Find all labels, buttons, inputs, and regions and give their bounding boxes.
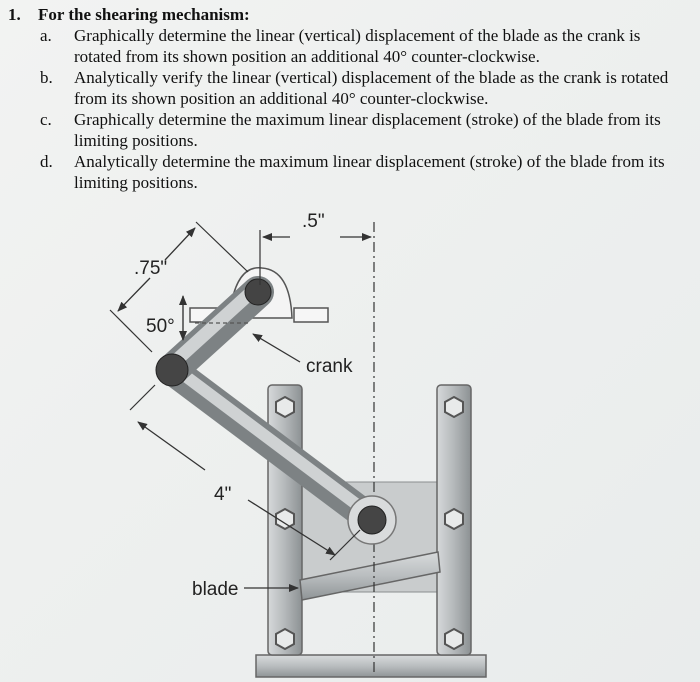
crank-leader xyxy=(252,333,301,363)
question-b-label: b. xyxy=(40,68,53,87)
question-d: d. Analytically determine the maximum li… xyxy=(8,151,688,193)
question-a-text: Graphically determine the linear (vertic… xyxy=(74,26,641,66)
dimension-coupler-length xyxy=(129,384,361,561)
angle-label: 50° xyxy=(146,316,175,337)
base-plate xyxy=(255,654,487,678)
question-a: a. Graphically determine the linear (ver… xyxy=(8,25,688,67)
problem-statement: 1. For the shearing mechanism: a. Graphic… xyxy=(8,4,688,193)
dimension-offset-label: .5" xyxy=(302,211,325,232)
dimension-crank-label: .75" xyxy=(134,258,167,279)
dimension-offset xyxy=(259,230,372,285)
blade-label: blade xyxy=(192,579,239,600)
crank-coupler-pin xyxy=(155,353,189,387)
question-c-text: Graphically determine the maximum linear… xyxy=(74,110,661,150)
blade xyxy=(299,551,441,601)
crank-pivot-pin xyxy=(244,278,272,306)
ground-symbol-right xyxy=(293,307,329,323)
dimension-coupler-label: 4" xyxy=(214,484,231,505)
problem-title: For the shearing mechanism: xyxy=(38,5,250,24)
post-bolts xyxy=(275,395,464,651)
question-d-text: Analytically determine the maximum linea… xyxy=(74,152,665,192)
problem-number: 1. xyxy=(8,5,21,24)
question-b-text: Analytically verify the linear (vertical… xyxy=(74,68,669,108)
coupler-link-highlight xyxy=(166,360,378,522)
crank-link-highlight xyxy=(163,281,263,373)
blade-pin xyxy=(357,505,387,535)
question-a-label: a. xyxy=(40,26,52,45)
crank-label: crank xyxy=(306,356,353,377)
dimension-crank-length xyxy=(109,221,249,353)
problem-heading: 1. For the shearing mechanism: xyxy=(8,4,688,25)
question-b: b. Analytically verify the linear (verti… xyxy=(8,67,688,109)
question-c: c. Graphically determine the maximum lin… xyxy=(8,109,688,151)
question-c-label: c. xyxy=(40,110,52,129)
question-d-label: d. xyxy=(40,152,53,171)
